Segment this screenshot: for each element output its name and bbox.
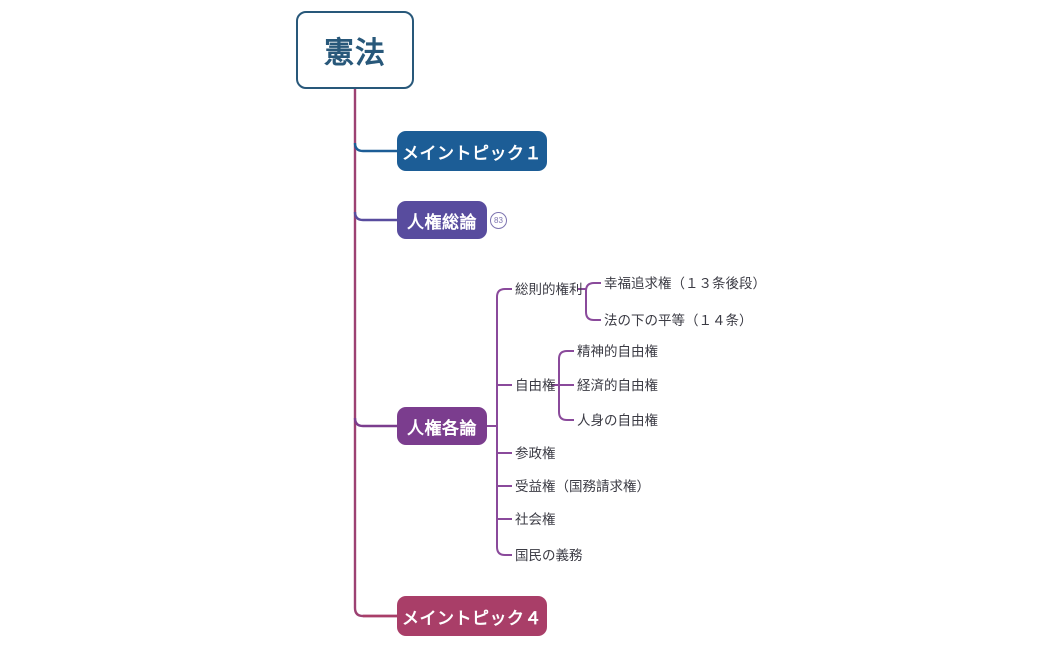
root-node[interactable]: 憲法 (296, 11, 414, 89)
leaf-jinshin-no-jiyuuken[interactable]: 人身の自由権 (577, 414, 658, 428)
leaf-label: 精神的自由権 (577, 344, 658, 359)
leaf-soukusoku-tekikenri[interactable]: 総則的権利 (515, 283, 583, 297)
leaf-label: 参政権 (515, 446, 556, 461)
leaf-jiyuuken[interactable]: 自由権 (515, 379, 556, 393)
leaf-keizaiteki-jiyuuken[interactable]: 経済的自由権 (577, 379, 658, 393)
root-node-label: 憲法 (324, 37, 386, 70)
leaf-label: 経済的自由権 (577, 378, 658, 393)
connector-topic-1 (353, 142, 398, 153)
main-topic-3-label: 人権各論 (407, 418, 477, 438)
leaf-kokumin-no-gimu[interactable]: 国民の義務 (515, 549, 583, 563)
leaf-label: 自由権 (515, 378, 556, 393)
leaf-label: 国民の義務 (515, 548, 583, 563)
leaf-label: 幸福追求権（１３条後段） (604, 276, 766, 291)
trunk-line (353, 88, 398, 618)
main-topic-1-node[interactable]: メイントピック１ (397, 131, 547, 171)
leaf-label: 法の下の平等（１４条） (604, 313, 753, 328)
main-topic-4-label: メイントピック４ (402, 608, 542, 628)
leaf-juekiken[interactable]: 受益権（国務請求権） (515, 480, 650, 494)
leaf-shakaiken[interactable]: 社会権 (515, 513, 556, 527)
leaf-koufuku-tsuikyuuken[interactable]: 幸福追求権（１３条後段） (604, 277, 766, 291)
leaf-hou-no-moto-no-byoudou[interactable]: 法の下の平等（１４条） (604, 314, 753, 328)
main-topic-2-label: 人権総論 (407, 212, 477, 232)
leaf-label: 人身の自由権 (577, 413, 658, 428)
leaf-sanseiken[interactable]: 参政権 (515, 447, 556, 461)
collapsed-children-count: 83 (494, 215, 503, 225)
main-topic-2-node[interactable]: 人権総論 (397, 201, 487, 239)
collapsed-children-badge[interactable]: 83 (490, 212, 507, 229)
spine-soukusoku (585, 282, 595, 321)
leaf-label: 総則的権利 (515, 282, 583, 297)
main-topic-4-node[interactable]: メイントピック４ (397, 596, 547, 636)
leaf-seishinteki-jiyuuken[interactable]: 精神的自由権 (577, 345, 658, 359)
spine-topic-3 (496, 288, 506, 556)
connector-topic-3 (353, 417, 398, 428)
connector-topic-2 (353, 211, 398, 222)
leaf-label: 受益権（国務請求権） (515, 479, 650, 494)
leaf-label: 社会権 (515, 512, 556, 527)
main-topic-1-label: メイントピック１ (402, 143, 542, 163)
main-topic-3-node[interactable]: 人権各論 (397, 407, 487, 445)
